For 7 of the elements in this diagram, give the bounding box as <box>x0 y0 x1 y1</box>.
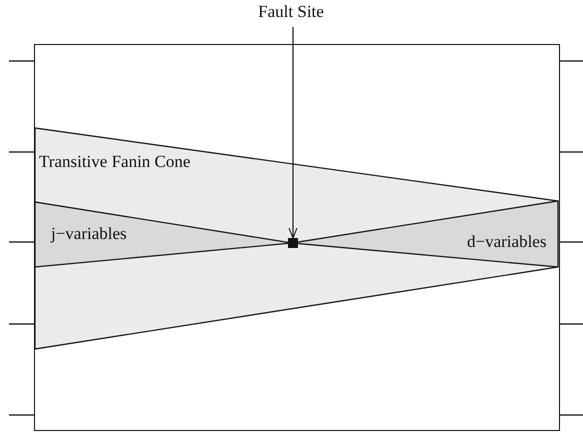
fault-site-marker <box>288 238 298 248</box>
cone-label: Transitive Fanin Cone <box>39 153 190 170</box>
arrow <box>288 27 298 238</box>
region-label: j−variables <box>51 225 127 242</box>
fault-site-label: Fault Site <box>257 3 325 20</box>
circuit-box <box>34 44 560 431</box>
region-label: d−variables <box>467 233 546 250</box>
